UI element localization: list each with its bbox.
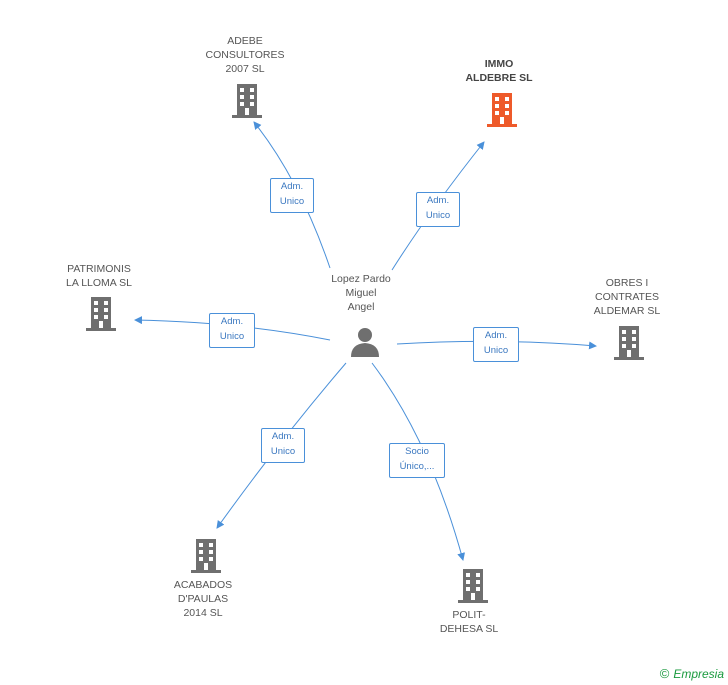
relation-label-acabados[interactable]: Adm. Unico xyxy=(261,428,305,463)
company-label-obres[interactable]: OBRES I CONTRATES ALDEMAR SL xyxy=(593,277,661,317)
building-icon-obres[interactable] xyxy=(614,326,644,360)
relation-label-polit[interactable]: Socio Único,... xyxy=(389,443,445,478)
building-icon-adebe[interactable] xyxy=(232,84,262,118)
building-icon-immo[interactable] xyxy=(487,93,517,127)
company-label-acabados[interactable]: ACABADOS D'PAULAS 2014 SL xyxy=(173,579,233,619)
relation-label-obres[interactable]: Adm. Unico xyxy=(473,327,519,362)
relation-label-adebe[interactable]: Adm. Unico xyxy=(270,178,314,213)
building-icon-patrimonis[interactable] xyxy=(86,297,116,331)
person-icon[interactable] xyxy=(349,327,381,357)
brand-watermark: ©Empresia xyxy=(660,666,724,681)
building-icon-polit[interactable] xyxy=(458,569,488,603)
center-person-name[interactable]: Lopez Pardo Miguel Angel xyxy=(331,273,391,313)
company-label-polit[interactable]: POLIT- DEHESA SL xyxy=(439,609,499,635)
building-icon-acabados[interactable] xyxy=(191,539,221,573)
company-label-adebe[interactable]: ADEBE CONSULTORES 2007 SL xyxy=(205,35,285,75)
brand-name: Empresia xyxy=(673,667,724,681)
company-label-immo[interactable]: IMMO ALDEBRE SL xyxy=(465,58,533,84)
company-label-patrimonis[interactable]: PATRIMONIS LA LLOMA SL xyxy=(66,263,132,289)
copyright-symbol: © xyxy=(659,666,670,681)
relation-label-immo[interactable]: Adm. Unico xyxy=(416,192,460,227)
relation-label-patrimonis[interactable]: Adm. Unico xyxy=(209,313,255,348)
